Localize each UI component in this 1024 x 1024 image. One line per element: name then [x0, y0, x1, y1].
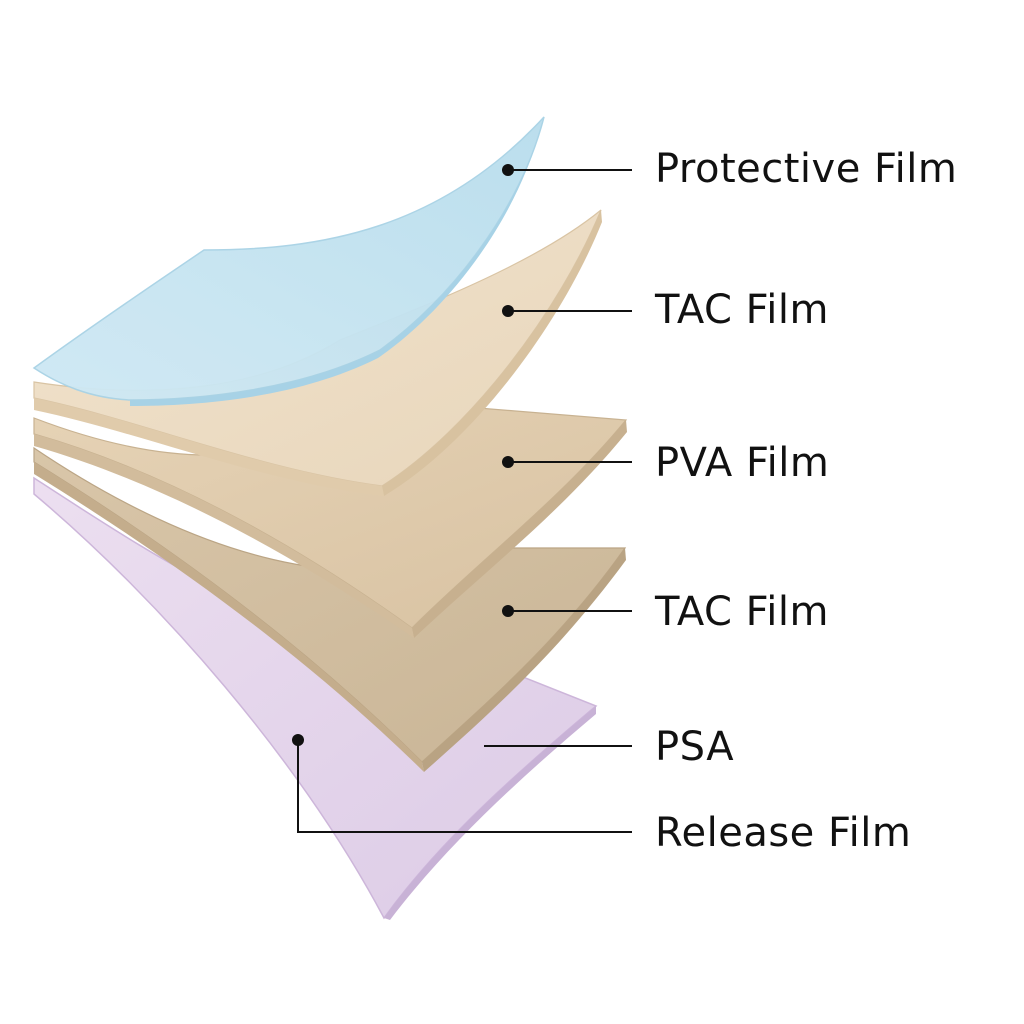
label-protective-film: Protective Film [655, 146, 958, 192]
leader-line-release-film [292, 734, 632, 833]
leader-line-pva-film [502, 456, 632, 468]
label-psa: PSA [655, 724, 735, 770]
label-release-film: Release Film [655, 810, 912, 856]
leader-line-protective-film [502, 164, 632, 176]
leader-line-tac-film-lower [502, 605, 632, 617]
label-tac-film-lower: TAC Film [655, 589, 829, 635]
leader-line-tac-film-upper [502, 305, 632, 317]
lower-tac-film-layer [33, 446, 627, 772]
label-pva-film: PVA Film [655, 440, 830, 486]
protective-film-layer [32, 116, 545, 406]
label-tac-film-upper: TAC Film [655, 287, 829, 333]
